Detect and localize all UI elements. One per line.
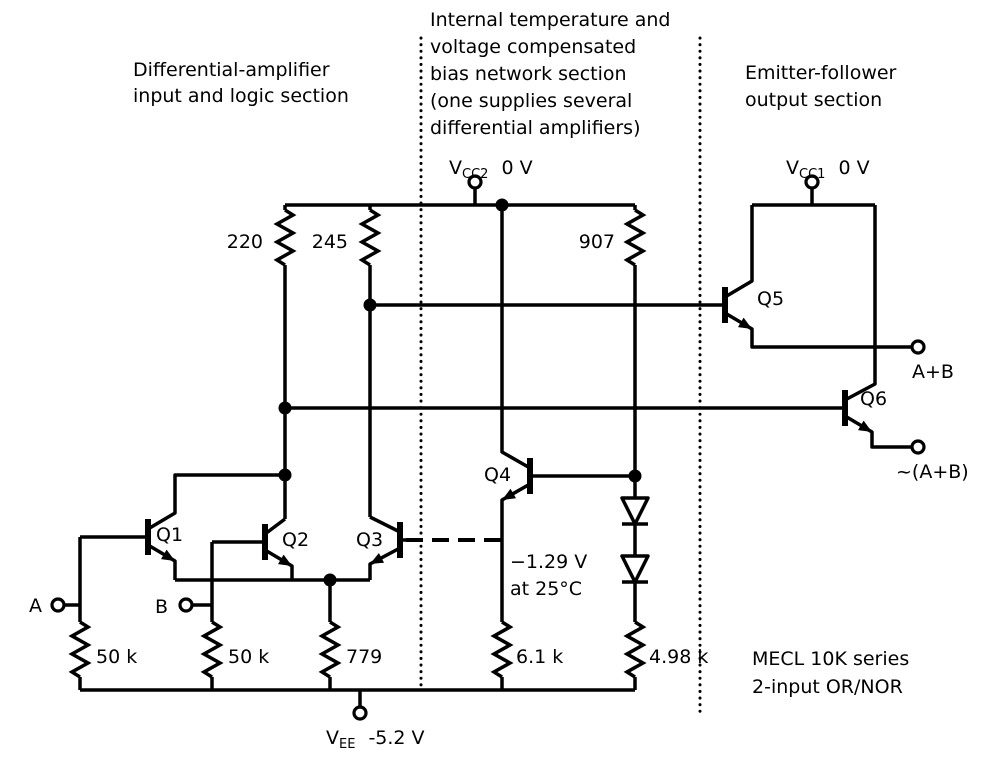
- terminal-vcc2: [467, 174, 483, 190]
- junction-dot: [363, 298, 377, 312]
- junction-dot: [628, 469, 642, 483]
- diode-2: [620, 554, 650, 584]
- wire: [263, 517, 287, 536]
- transistor-q4-label: Q4: [484, 464, 511, 486]
- vcc1-value: 0 V: [838, 157, 869, 179]
- junction-dot: [495, 198, 509, 212]
- output-nor-label: ~(A+B): [896, 461, 969, 483]
- vcc2-value: 0 V: [501, 157, 532, 179]
- resistor-4-98k-label: 4.98 k: [649, 646, 708, 668]
- wire: [500, 205, 531, 470]
- section-title-output: Emitter-follower: [745, 62, 897, 84]
- vcc2-label: VCC2 0 V: [449, 157, 533, 182]
- resistor-6-1k-symbol: [492, 620, 512, 679]
- vee-label: VEE -5.2 V: [326, 727, 425, 752]
- wires: [64, 188, 912, 707]
- wire: [147, 473, 285, 531]
- vcc2-sub: CC2: [462, 167, 488, 182]
- transistor-q6-label: Q6: [860, 388, 887, 410]
- diode-1: [620, 496, 650, 526]
- transistor-q2-label: Q2: [282, 529, 309, 551]
- section-title-bias: (one supplies several: [430, 90, 632, 112]
- resistor-907-label: 907: [579, 231, 615, 253]
- terminal-input-a: [50, 597, 66, 613]
- section-titles: Differential-amplifier input and logic s…: [133, 9, 897, 139]
- vcc1-label: VCC1 0 V: [786, 157, 870, 182]
- circuit-caption: MECL 10K series: [752, 648, 909, 670]
- resistor-220-label: 220: [227, 231, 263, 253]
- resistor-245-symbol: [360, 208, 380, 267]
- vee-base: V: [326, 727, 339, 749]
- resistor-907-symbol: [625, 208, 645, 267]
- resistor-779-symbol: [320, 620, 340, 679]
- wire: [724, 311, 912, 349]
- vcc1-sub: CC1: [799, 167, 825, 182]
- wire: [844, 205, 877, 402]
- resistor-245-label: 245: [312, 231, 348, 253]
- transistor-symbols: [145, 287, 875, 571]
- junction-dot: [278, 401, 292, 415]
- junction-dots: [278, 198, 642, 587]
- input-b-label: B: [155, 596, 168, 618]
- section-title-bias: voltage compensated: [430, 36, 636, 58]
- section-title-differential: input and logic section: [133, 85, 349, 107]
- bias-voltage-note: at 25°C: [510, 578, 582, 600]
- transistor-q5-label: Q5: [757, 288, 784, 310]
- diode-2-triangle: [620, 554, 650, 584]
- vee-sub: EE: [339, 737, 355, 752]
- wire: [147, 543, 177, 580]
- junction-dot: [323, 573, 337, 587]
- output-or-label: A+B: [912, 361, 954, 383]
- terminal-input-b: [178, 597, 194, 613]
- resistor-50k-b-label: 50 k: [228, 646, 269, 668]
- section-title-bias: bias network section: [430, 63, 627, 85]
- section-title-output: output section: [745, 89, 882, 111]
- resistor-220-symbol: [275, 208, 295, 267]
- resistor-779-label: 779: [346, 646, 382, 668]
- wire: [368, 546, 401, 580]
- terminal-vee: [352, 705, 368, 721]
- terminal-output-nor: [910, 439, 926, 455]
- resistor-50k-a-symbol: [70, 620, 90, 679]
- resistor-4-98k-symbol: [625, 620, 645, 679]
- resistor-50k-b-symbol: [202, 620, 222, 679]
- wire: [369, 515, 401, 534]
- circuit-caption: 2-input OR/NOR: [752, 676, 903, 698]
- wire: [724, 205, 754, 299]
- resistor-6-1k-label: 6.1 k: [516, 646, 563, 668]
- input-a-label: A: [29, 595, 42, 617]
- vcc2-base: V: [449, 157, 462, 179]
- vee-value: -5.2 V: [368, 727, 424, 749]
- transistor-q3-label: Q3: [356, 529, 383, 551]
- vcc1-base: V: [786, 157, 799, 179]
- section-title-differential: Differential-amplifier: [133, 59, 330, 81]
- terminal-output-or: [910, 339, 926, 355]
- wire: [844, 414, 912, 449]
- section-title-bias: differential amplifiers): [430, 117, 640, 139]
- junction-dot: [278, 468, 292, 482]
- transistor-q1-label: Q1: [156, 524, 183, 546]
- section-title-bias: Internal temperature and: [430, 9, 670, 31]
- resistor-50k-a-label: 50 k: [96, 646, 137, 668]
- bias-voltage-note: −1.29 V: [510, 551, 587, 573]
- diode-1-triangle: [620, 496, 650, 526]
- terminal-vcc1: [804, 174, 820, 190]
